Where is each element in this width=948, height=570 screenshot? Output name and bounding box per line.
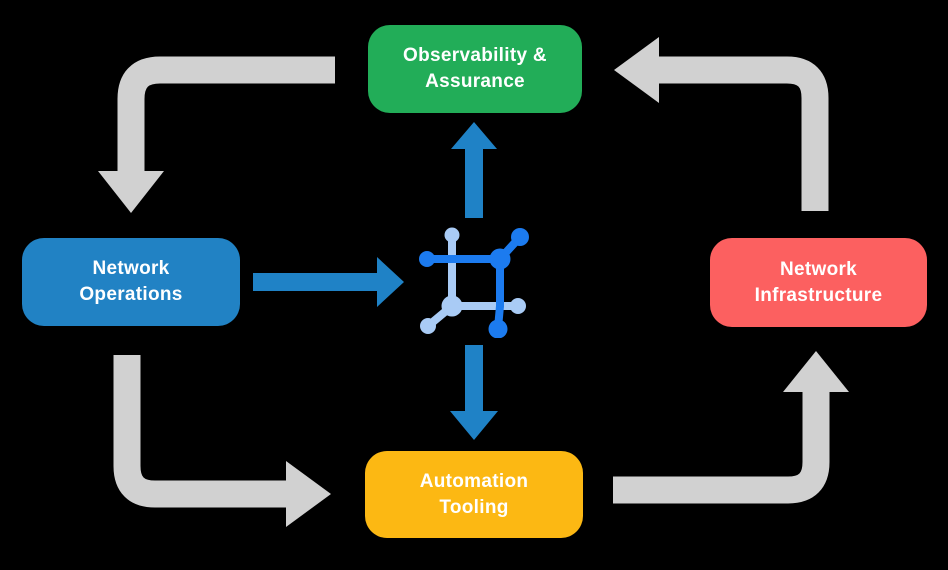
node-label-line: Infrastructure: [754, 284, 883, 306]
node-label-line: Automation: [419, 470, 529, 492]
node-label-line: Network: [779, 258, 858, 280]
network-automation-icon: [419, 227, 529, 338]
node-label-line: Assurance: [425, 71, 525, 92]
arrow-observability-to-operations: [98, 56, 335, 213]
node-label-line: Tooling: [439, 496, 509, 518]
node-label-line: Operations: [79, 284, 183, 305]
arrow-operations-to-automation: [113, 355, 331, 527]
arrow-operations-to-icon: [253, 257, 404, 307]
node-automation-tooling: Automation Tooling: [365, 451, 583, 538]
arrow-automation-to-infrastructure: [613, 351, 849, 504]
node-network-operations: Network Operations: [22, 238, 240, 326]
arrow-infrastructure-to-observability: [614, 37, 829, 211]
arrow-icon-to-automation: [450, 345, 498, 440]
arrow-icon-to-observability: [451, 122, 497, 218]
node-label-line: Observability &: [403, 45, 547, 67]
node-label-line: Network: [92, 258, 170, 280]
node-network-infrastructure: Network Infrastructure: [710, 238, 927, 327]
node-observability-assurance: Observability & Assurance: [368, 25, 582, 113]
